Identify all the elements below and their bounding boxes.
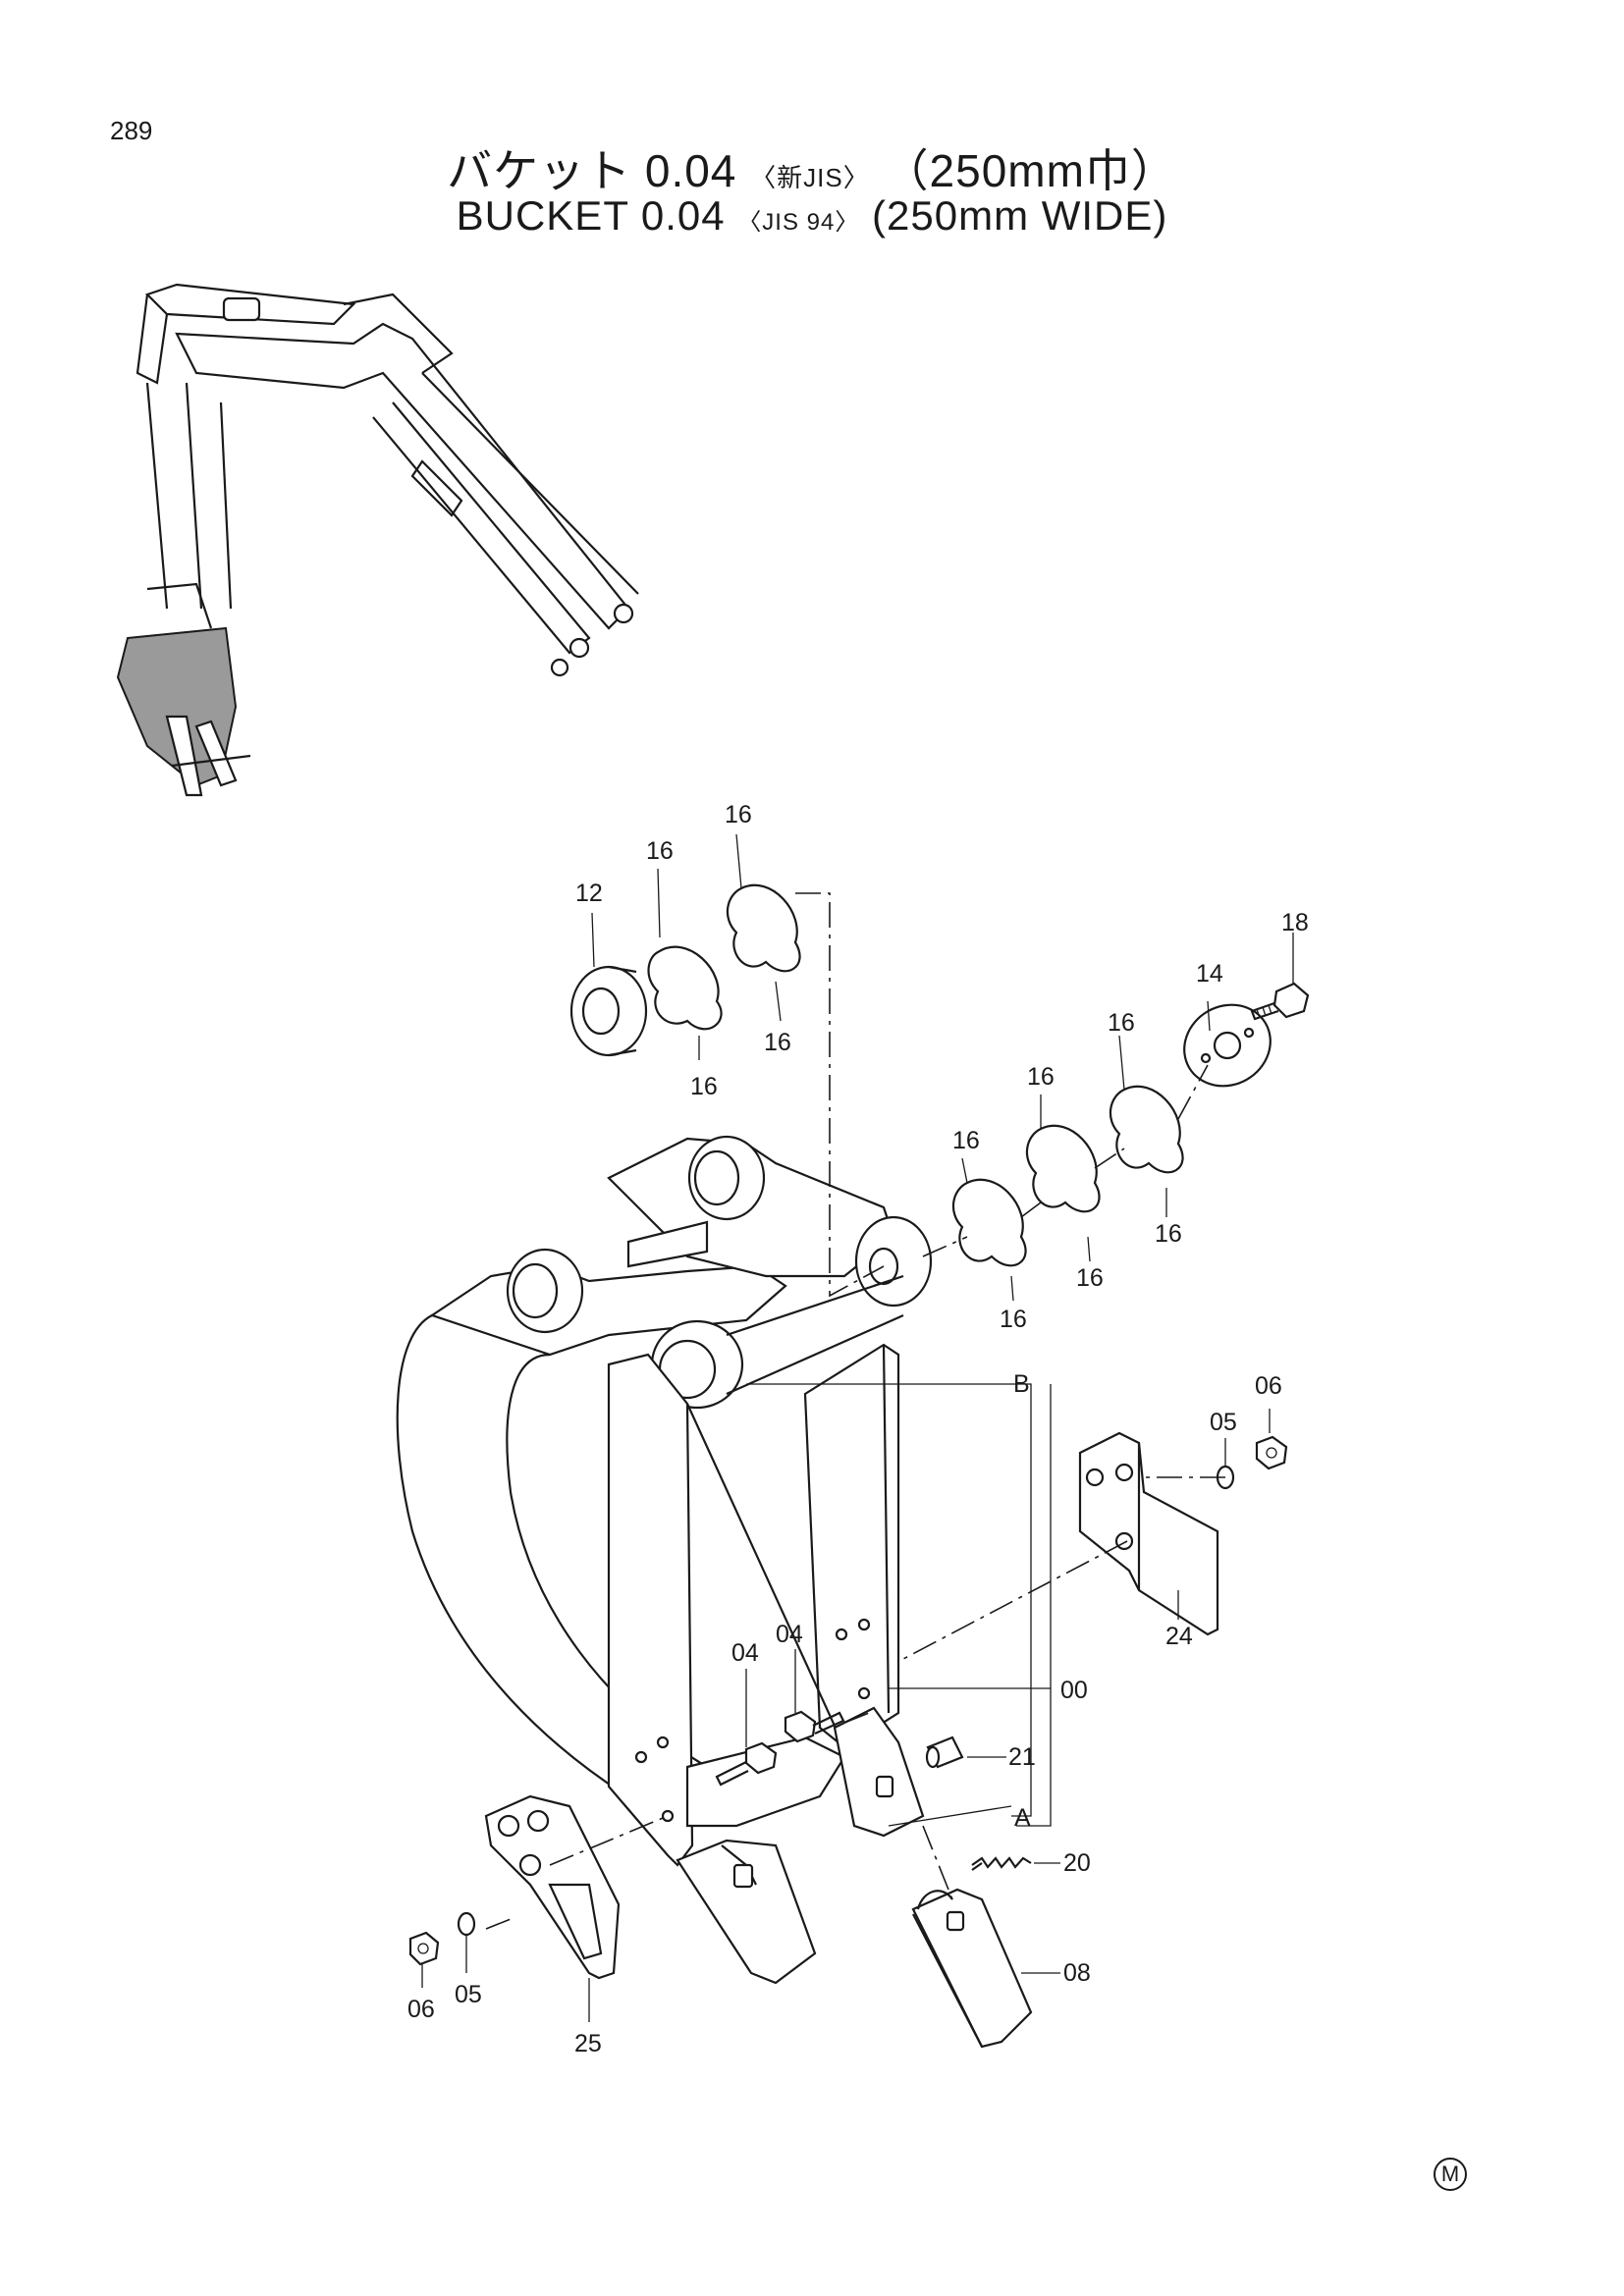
title-en-main: BUCKET 0.04 (456, 192, 726, 239)
callout-24: 24 (1165, 1623, 1193, 1650)
manufacturer-mark: M (1434, 2158, 1467, 2191)
callout-20: 20 (1063, 1849, 1091, 1877)
part-21-pin (925, 1735, 964, 1769)
part-04-bolt-right (784, 1710, 845, 1743)
page-number: 289 (110, 116, 153, 145)
part-14-plate-washer (1183, 1003, 1272, 1088)
part-04-bolt-left (715, 1741, 778, 1787)
title-english: BUCKET 0.04 〈JIS 94〉 (250mm WIDE) (0, 192, 1624, 240)
part-16-shims-lower (951, 1085, 1184, 1267)
callout-16-c: 16 (764, 1029, 791, 1056)
bucket-body (396, 1135, 933, 1985)
callout-21: 21 (1008, 1743, 1036, 1771)
callout-08: 08 (1063, 1959, 1091, 1987)
callout-16-j: 16 (1000, 1306, 1027, 1333)
callout-05-right: 05 (1210, 1409, 1237, 1436)
callout-B: B (1013, 1370, 1030, 1398)
callout-14: 14 (1196, 960, 1223, 988)
callout-A: A (1014, 1804, 1031, 1832)
callout-16-i: 16 (1076, 1264, 1104, 1292)
callout-16-h: 16 (1155, 1220, 1182, 1248)
part-18-bolt (1250, 982, 1310, 1021)
part-05-washer-left (457, 1911, 476, 1937)
part-06-nut-left (408, 1931, 440, 1966)
part-08-bucket-tooth (911, 1888, 1033, 2049)
callout-04-right: 04 (776, 1621, 803, 1648)
title-jp-main: バケット 0.04 (447, 145, 737, 196)
callout-16-f: 16 (1027, 1063, 1055, 1091)
title-en-width: (250mm WIDE) (872, 192, 1168, 239)
callout-25: 25 (574, 2030, 602, 2057)
part-12-bushing (569, 965, 648, 1057)
part-20-lock-spring (971, 1856, 1032, 1871)
callout-labels: 12 16 16 16 16 18 14 16 16 16 16 16 16 B… (407, 801, 1309, 2057)
arm-overview-illustration (116, 283, 639, 797)
part-24-side-cutter-right (1078, 1431, 1219, 1636)
part-06-nut-right (1255, 1435, 1288, 1470)
callout-05-left: 05 (455, 1981, 482, 2008)
callout-16-a: 16 (646, 837, 674, 865)
callout-12: 12 (575, 880, 603, 907)
part-16-shims-upper (647, 883, 801, 1031)
callout-06-right: 06 (1255, 1372, 1282, 1400)
part-25-side-cutter-left (484, 1794, 621, 1980)
callout-18: 18 (1281, 909, 1309, 936)
leader-lines (421, 833, 1294, 2022)
callout-06-left: 06 (407, 1996, 435, 2023)
callout-16-d: 16 (690, 1073, 718, 1100)
title-en-standard: 〈JIS 94〉 (737, 209, 860, 236)
callout-16-b: 16 (725, 801, 752, 828)
callout-16-e: 16 (1108, 1009, 1135, 1037)
assembly-lines (485, 892, 1225, 1930)
callout-00: 00 (1060, 1677, 1088, 1704)
callout-04-left: 04 (731, 1639, 759, 1667)
title-jp-width: （250mm巾） (883, 145, 1177, 196)
title-japanese: バケット 0.04 〈新JIS〉 （250mm巾） (0, 135, 1624, 200)
title-jp-standard: 〈新JIS〉 (750, 163, 870, 192)
callout-16-g: 16 (952, 1127, 980, 1154)
